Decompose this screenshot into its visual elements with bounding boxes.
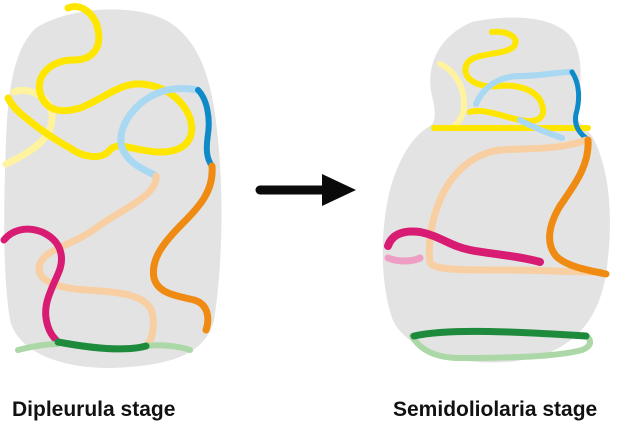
semidoliolaria-body	[382, 17, 610, 363]
magenta-band	[0, 225, 65, 346]
dipleurula-larva	[0, 3, 222, 368]
magenta-band	[384, 227, 544, 266]
orange-band	[149, 162, 216, 334]
blue-band	[569, 69, 589, 141]
pale-green-band-right	[143, 342, 193, 353]
light-blue-band	[117, 85, 202, 180]
peach-band	[35, 172, 160, 350]
blue-band	[195, 87, 215, 169]
green-band	[54, 338, 150, 353]
pink-band	[384, 254, 424, 265]
dipleurula-stage-label: Dipleurula stage	[12, 398, 176, 421]
dipleurula-body	[4, 9, 222, 368]
light-blue-band	[473, 69, 575, 107]
light-blue-band-lower	[517, 117, 565, 141]
pale-green-band	[409, 333, 594, 362]
yellow-band	[4, 3, 196, 160]
semidoliolaria-larva	[382, 17, 610, 363]
green-band	[410, 327, 590, 340]
arrow-head	[322, 174, 356, 206]
semidoliolaria-stage-label: Semidoliolaria stage	[393, 398, 598, 421]
pale-yellow-band	[437, 61, 468, 129]
orange-band	[546, 136, 610, 278]
transition-arrow	[255, 174, 356, 206]
